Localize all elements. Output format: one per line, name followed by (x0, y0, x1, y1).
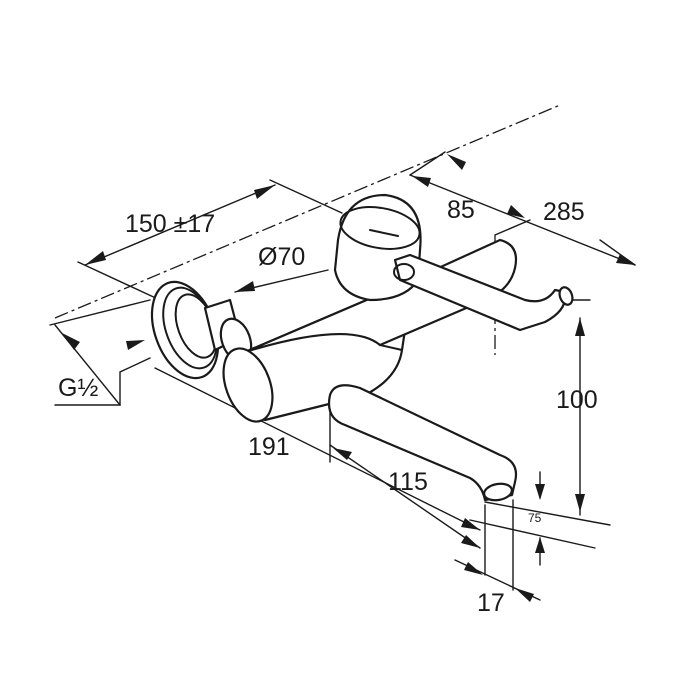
dimension-100-label: 100 (556, 386, 598, 414)
dimension-diameter-label: Ø70 (258, 243, 305, 271)
dimension-191 (154, 367, 481, 531)
spout (327, 384, 518, 502)
wall-rosette (150, 280, 253, 380)
dimension-285-label: 285 (543, 198, 585, 226)
dimension-75 (469, 471, 611, 566)
dimension-191-label: 191 (248, 433, 290, 461)
dimension-150 (77, 179, 343, 301)
dimension-thread-label: G½ (58, 374, 98, 402)
dimension-thread (49, 299, 151, 406)
dimension-85-label: 85 (447, 196, 475, 224)
lever-handle (333, 193, 574, 332)
dimension-17 (454, 499, 541, 602)
wall-centerline (54, 104, 561, 319)
dimension-17-label: 17 (477, 589, 505, 617)
dimension-150-label: 150 ±17 (125, 210, 215, 238)
dimension-115-label: 115 (388, 468, 428, 496)
dimension-75-label: 75 (528, 511, 542, 525)
dimension-diameter (234, 269, 329, 293)
dimension-depth (409, 151, 636, 266)
